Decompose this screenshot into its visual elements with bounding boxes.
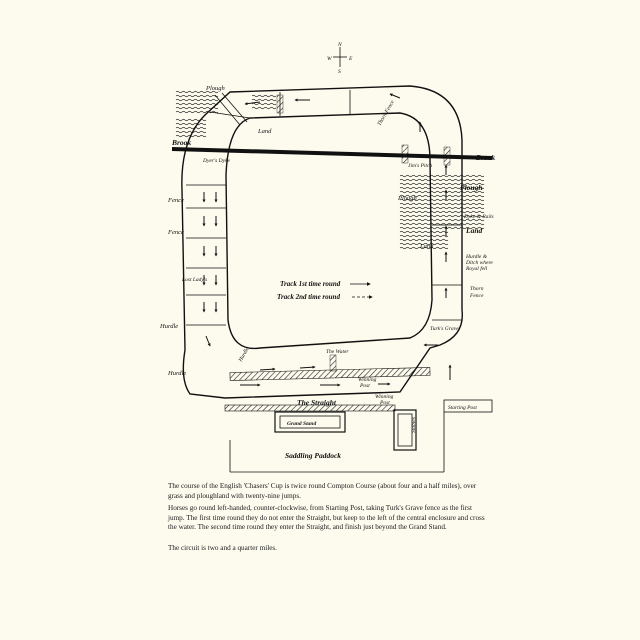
legend-first: Track 1st time round: [280, 280, 341, 288]
label-hurdle-inner: Hurdle: [237, 346, 251, 364]
plough-strip: [214, 92, 248, 126]
wave-line: [175, 110, 219, 114]
label-hurdle-ditch-3: Royal fell: [465, 265, 488, 272]
compass-south: S: [338, 69, 341, 75]
wave-line: [399, 210, 485, 214]
wave-line: [399, 222, 485, 226]
compass-north: N: [337, 42, 342, 48]
wave-line: [175, 122, 207, 126]
wave-line: [399, 230, 449, 234]
jump-lines: [186, 90, 462, 326]
wave-line: [399, 218, 485, 222]
stables-building: [393, 409, 417, 451]
direction-arrow: [244, 101, 261, 106]
wave-line: [251, 94, 277, 98]
compass: W N S E: [327, 42, 353, 75]
label-winning-post-outer-1: Winning: [375, 394, 394, 400]
label-winning-post-inner-1: Winning: [358, 377, 377, 383]
direction-arrow: [299, 365, 316, 369]
label-dyke-rails: Dyke & Rails: [463, 214, 494, 220]
wave-line: [175, 98, 219, 102]
caption-paragraph-3: The circuit is two and a quarter miles.: [168, 544, 277, 552]
wave-line: [399, 246, 449, 250]
label-plough-right-2: Plough: [397, 195, 417, 202]
label-turks-grave: Turk's Grave: [430, 326, 459, 332]
brook: [171, 147, 493, 160]
label-land-right-2: Land: [419, 243, 434, 250]
legend-second: Track 2nd time round: [277, 293, 340, 301]
wave-line: [251, 98, 277, 102]
home-straight-rail: [224, 404, 396, 412]
wave-line: [175, 126, 207, 130]
wave-line: [399, 182, 485, 186]
grand-stand-building: [274, 411, 346, 433]
caption-paragraph-1: The course of the English 'Chasers' Cup …: [168, 482, 477, 500]
wave-line: [399, 178, 485, 182]
starting-post-enclosure: [443, 399, 493, 413]
label-fence-2: Fence: [167, 229, 184, 236]
label-lost-ladys: Lost Lady's: [181, 277, 207, 283]
wave-line: [175, 90, 219, 94]
label-hurdle-bottom: Hurdle: [167, 370, 186, 377]
wave-line: [399, 206, 485, 210]
wave-line: [251, 102, 277, 106]
label-starting-post: Starting Post: [448, 405, 477, 411]
wave-line: [399, 202, 485, 206]
label-plough-top: Plough: [205, 85, 225, 92]
wave-line: [399, 190, 485, 194]
fence-marker-2: [401, 144, 409, 164]
label-saddling-paddock: Saddling Paddock: [285, 451, 341, 460]
label-winning-post-inner-2: Post: [359, 383, 370, 389]
label-land-right-1: Land: [465, 226, 483, 235]
label-thorn-fence-right-2: Fence: [469, 293, 484, 299]
fence-marker-1: [276, 94, 284, 114]
label-plough-right-1: Plough: [460, 183, 483, 192]
wave-line: [399, 214, 485, 218]
wave-line: [399, 226, 485, 230]
label-water: The Water: [326, 349, 349, 355]
label-brook-right: Brook: [475, 153, 495, 162]
label-brook-left: Brook: [171, 138, 191, 147]
label-hurdle-ditch-2: Ditch where: [465, 260, 493, 266]
direction-arrows: [202, 93, 452, 387]
wave-line: [399, 186, 485, 190]
label-hurdle-ditch-1: Hurdle &: [465, 254, 488, 260]
wave-line: [175, 94, 219, 98]
wave-line: [399, 242, 449, 246]
label-hurdle-left: Hurdle: [159, 323, 178, 330]
wave-line: [175, 130, 207, 134]
label-jims-pitch: Jim's Pitch: [408, 163, 432, 169]
wave-line: [399, 194, 485, 198]
wave-line: [399, 174, 485, 178]
fence-marker-3: [443, 146, 451, 166]
label-fence-1: Fence: [167, 197, 184, 204]
label-thorn-fence-right-1: Thorn: [470, 286, 484, 292]
caption-paragraph-2: Horses go round left-handed, counter-clo…: [168, 504, 485, 532]
direction-arrow: [389, 93, 401, 99]
track-inner-edge: [225, 112, 433, 350]
wave-line: [251, 106, 277, 110]
wave-line: [399, 198, 485, 202]
wave-line: [399, 238, 449, 242]
track-outer-edge: [181, 85, 464, 399]
direction-arrow: [205, 335, 211, 347]
label-straight: The Straight: [297, 398, 337, 407]
wave-line: [399, 234, 449, 238]
wave-line: [175, 102, 219, 106]
legend: Track 1st time round Track 2nd time roun…: [277, 280, 373, 301]
direction-arrow: [259, 367, 276, 371]
label-winning-post-outer-2: Post: [379, 400, 390, 406]
label-stables: Stables: [411, 417, 417, 433]
label-land-top: Land: [257, 128, 272, 135]
compass-west: W: [327, 56, 332, 62]
label-grand-stand: Grand Stand: [287, 421, 316, 427]
water-jump-marker: [329, 354, 337, 372]
compass-east: E: [348, 56, 353, 62]
label-dyers-dyke: Dyer's Dyke: [202, 158, 231, 164]
